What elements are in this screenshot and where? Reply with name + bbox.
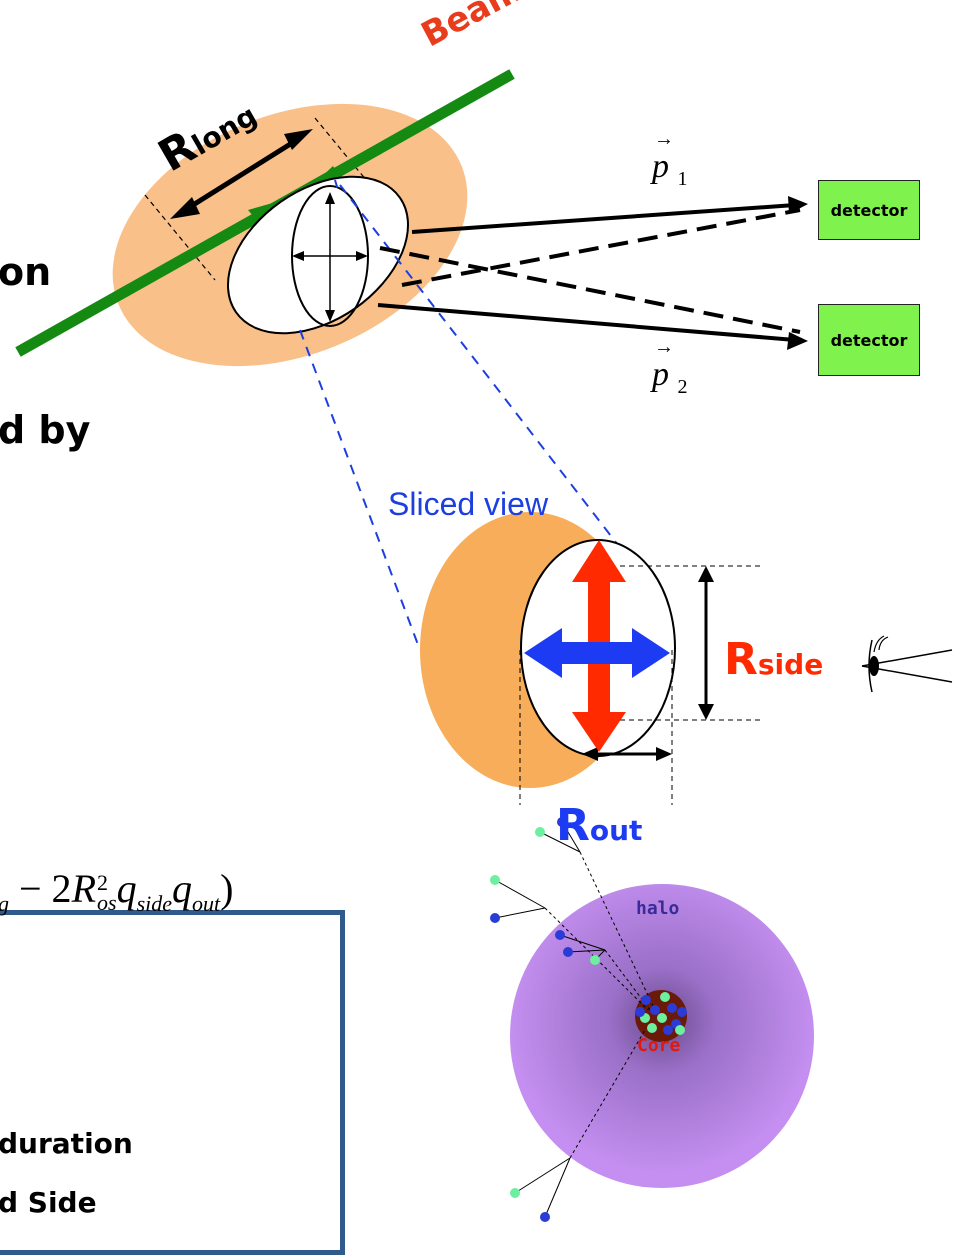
r-long-arrow xyxy=(183,135,302,213)
r-long-arrowhead-left xyxy=(170,197,200,219)
slice-line-left-lower xyxy=(299,329,421,651)
core-particles xyxy=(635,992,687,1035)
detector-bottom: detector xyxy=(818,304,920,376)
r-long-guide-left xyxy=(144,194,216,281)
slice-line-right xyxy=(339,184,646,581)
r-side-sub: side xyxy=(757,648,824,681)
r-side-main: R xyxy=(724,634,758,685)
p2-label: → p 2 xyxy=(652,336,688,398)
formula-q2: q xyxy=(172,866,193,911)
p1-label: → p 1 xyxy=(652,128,688,190)
left-text-line-2: d by xyxy=(0,408,91,452)
detector-top: detector xyxy=(818,180,920,240)
formula-q1-sub: side xyxy=(136,891,173,916)
r-out-label: Rout xyxy=(556,800,642,851)
p1-text: p xyxy=(652,148,669,185)
formula-minus: − 2 xyxy=(19,866,72,911)
r-long-guide-right xyxy=(314,117,396,216)
formula-R: R xyxy=(71,866,96,911)
formula-lead-sub: g xyxy=(0,891,9,916)
p2-arrow xyxy=(377,303,796,342)
p1-arrow xyxy=(411,203,796,234)
left-text-line-1: on xyxy=(0,250,52,294)
slice-line-left xyxy=(334,179,339,191)
formula-R-sub: os xyxy=(97,889,117,915)
left-text-line-3: duration xyxy=(0,1127,133,1160)
sliced-view-label: Sliced view xyxy=(388,486,549,522)
dashed-p2 xyxy=(401,208,801,287)
left-text-line-4: d Side xyxy=(0,1186,97,1219)
core-label: Core xyxy=(637,1035,681,1056)
r-side-label: Rside xyxy=(724,634,823,685)
p1-sub: 1 xyxy=(677,167,688,190)
p2-text: p xyxy=(652,356,669,393)
p2-sub: 2 xyxy=(677,375,688,398)
observer-eye xyxy=(861,635,953,693)
formula-q2-sub: out xyxy=(192,891,221,916)
r-out-sub: out xyxy=(589,814,643,847)
halo-label: halo xyxy=(636,898,680,919)
r-out-big-arrow-shaft xyxy=(556,642,640,664)
r-out-main: R xyxy=(556,800,590,851)
halo-particles xyxy=(490,817,600,1222)
r-long-arrowhead-right xyxy=(284,129,313,150)
formula-q1: q xyxy=(116,866,137,911)
formula-close: ) xyxy=(220,866,234,911)
formula-R-sup: 2 xyxy=(97,870,108,896)
dashed-p1 xyxy=(379,246,801,334)
